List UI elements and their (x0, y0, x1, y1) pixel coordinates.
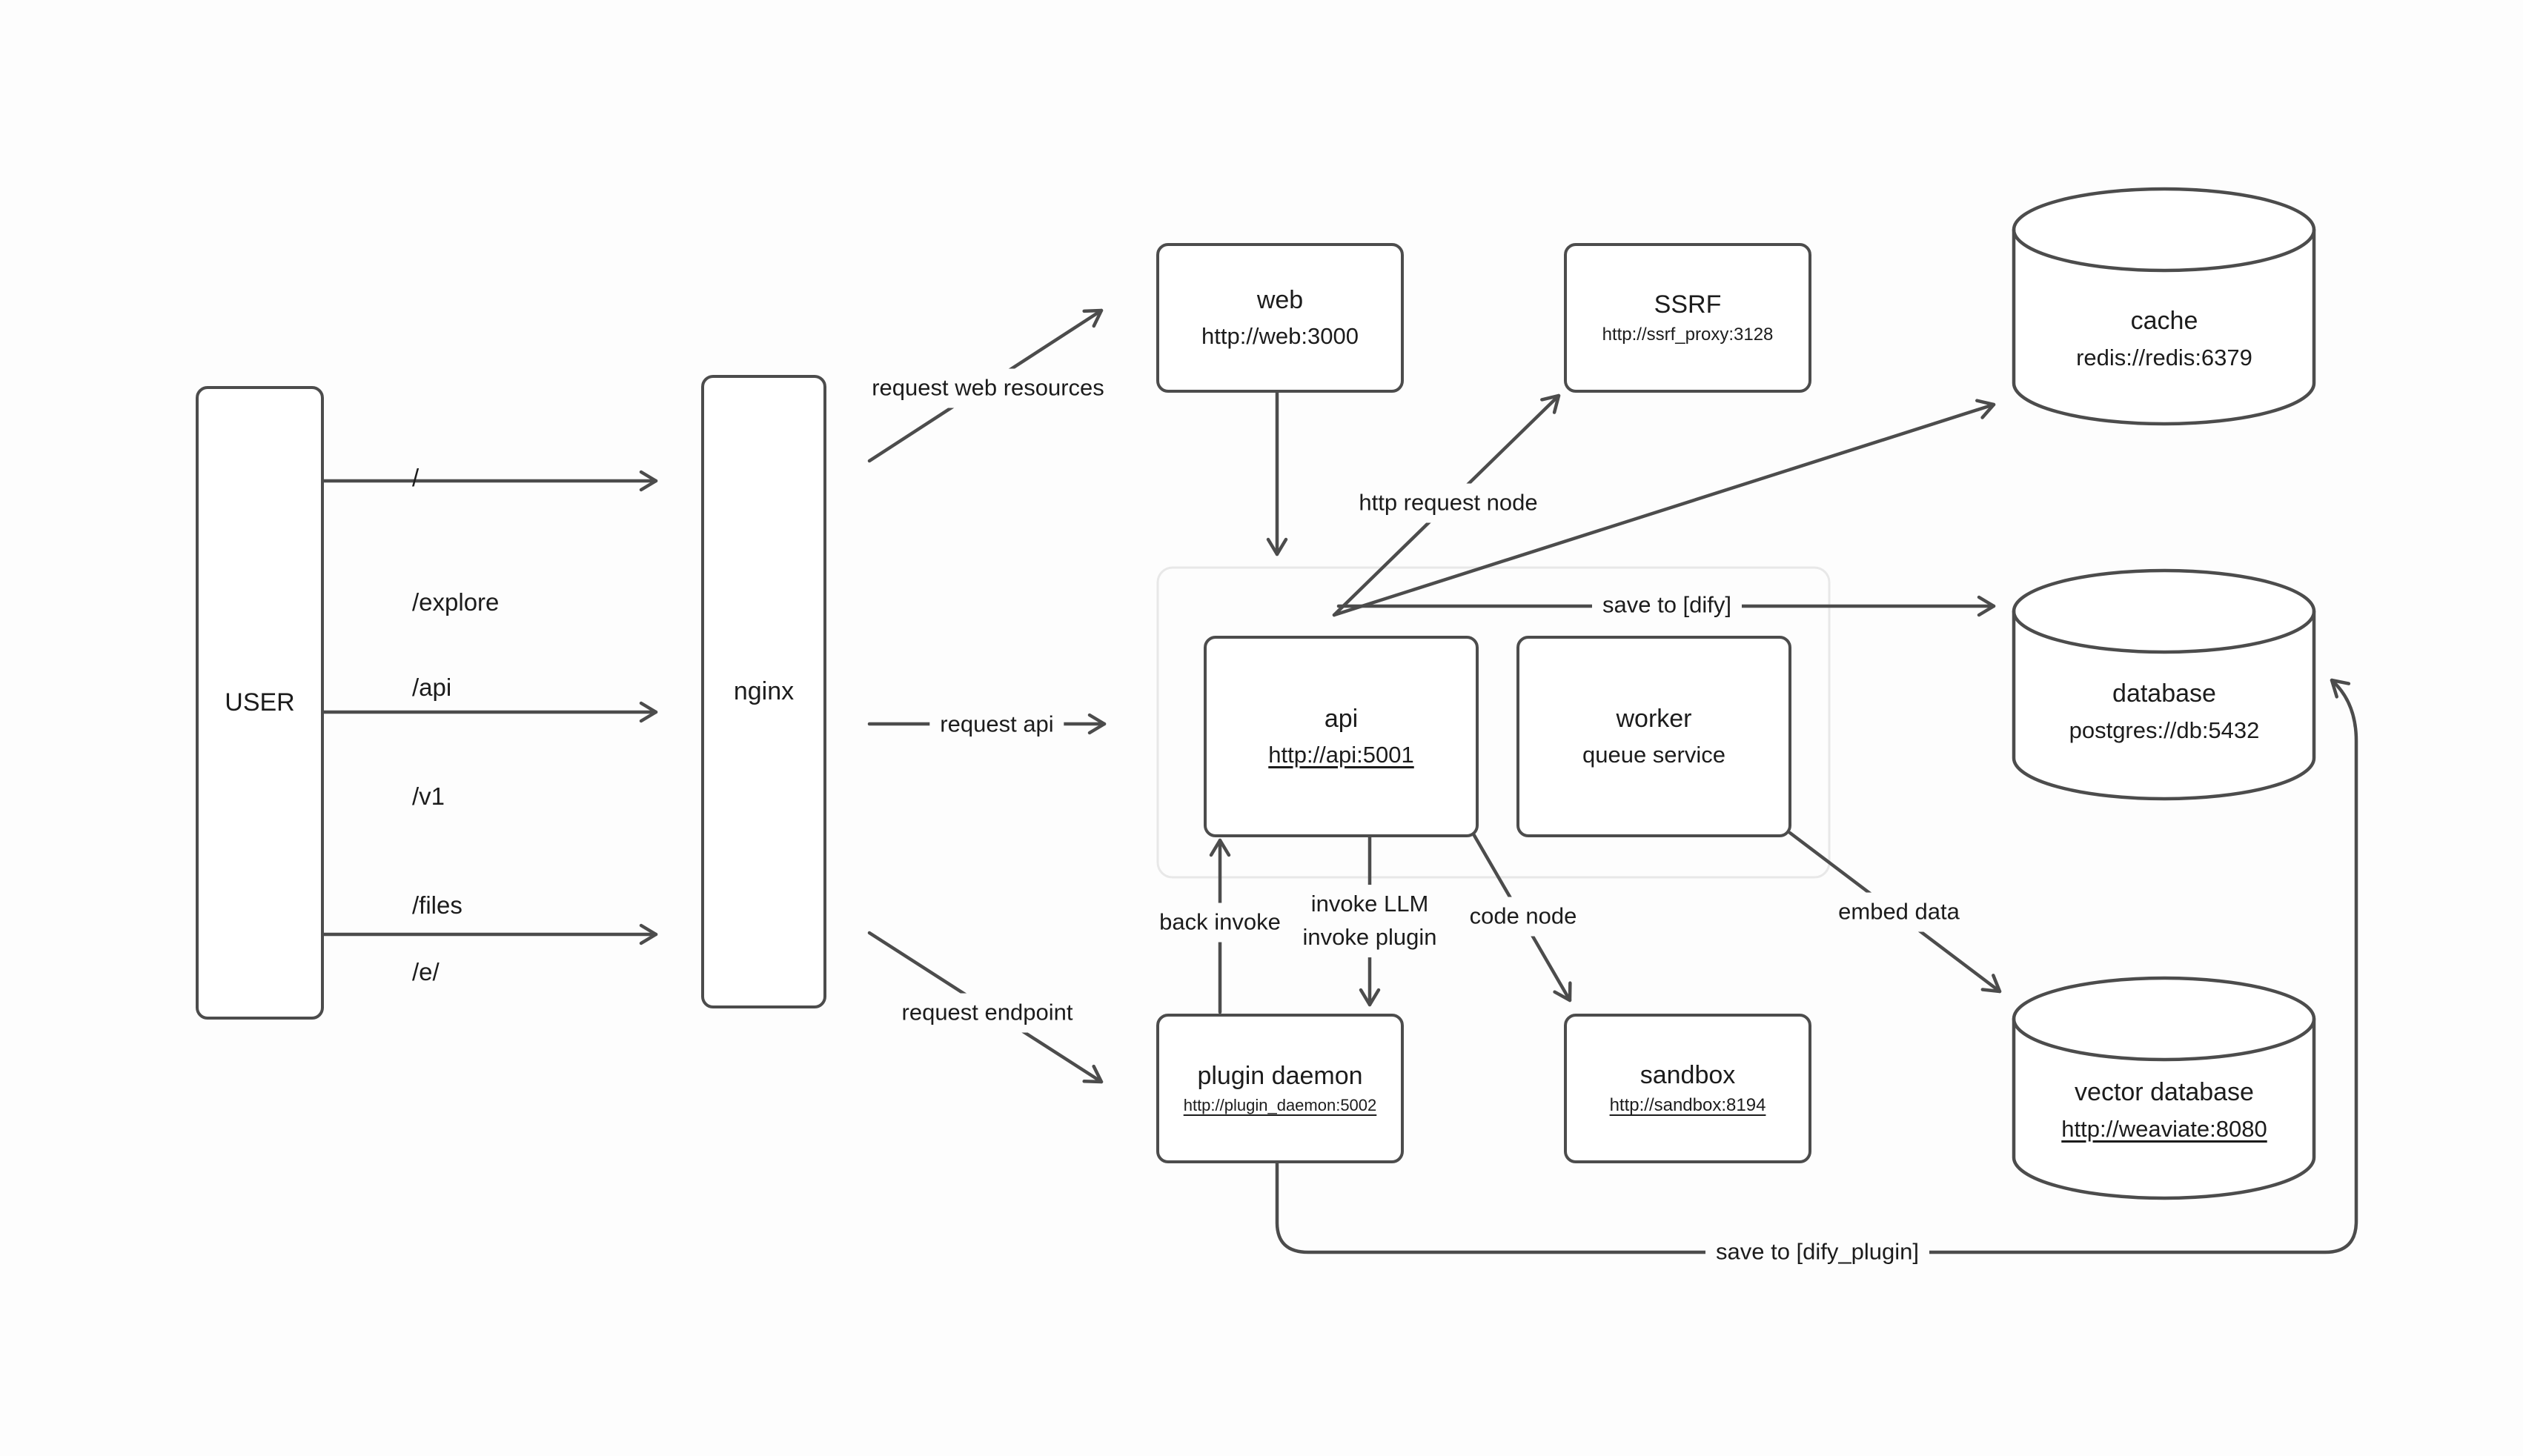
database-cylinder (2012, 568, 2316, 801)
path-root: / (412, 464, 420, 491)
node-cache: cache redis://redis:6379 (2016, 307, 2313, 371)
path-e: /e/ (412, 958, 440, 985)
node-sandbox: sandbox http://sandbox:8194 (1564, 1014, 1811, 1163)
api-worker-group-border (1156, 566, 1831, 879)
plugin-daemon-url: http://plugin_daemon:5002 (1183, 1095, 1377, 1114)
path-v1: /v1 (412, 782, 445, 810)
web-url: http://web:3000 (1201, 322, 1359, 349)
invoke-plugin-label: invoke plugin (1302, 924, 1437, 950)
ssrf-title: SSRF (1654, 290, 1722, 319)
nginx-label: nginx (733, 677, 795, 705)
node-worker: worker queue service (1516, 636, 1791, 837)
node-database: database postgres://db:5432 (2016, 679, 2313, 744)
request-endpoint-label: request endpoint (891, 993, 1084, 1033)
user-paths-bottom-label: /e/ (412, 876, 440, 1068)
invoke-llm-label: invoke LLM (1310, 891, 1429, 917)
node-web: web http://web:3000 (1156, 243, 1404, 393)
node-vector-database: vector database http://weaviate:8080 (2016, 1078, 2313, 1143)
save-to-dify-plugin-label: save to [dify_plugin] (1705, 1232, 1930, 1272)
invoke-llm-plugin-label: invoke LLM invoke plugin (1292, 885, 1448, 957)
web-title: web (1256, 286, 1304, 315)
vector-database-cylinder (2012, 976, 2316, 1200)
api-url: http://api:5001 (1268, 741, 1414, 768)
user-label: USER (225, 688, 295, 717)
arrow-plugin-daemon-database-save (1275, 678, 2358, 1254)
database-title: database (2112, 679, 2216, 708)
path-api: /api (412, 674, 452, 701)
node-api: api http://api:5001 (1204, 636, 1479, 837)
cache-url: redis://redis:6379 (2076, 345, 2252, 371)
node-nginx: nginx (701, 375, 826, 1008)
arrow-api-cache (1332, 399, 1996, 617)
node-plugin-daemon: plugin daemon http://plugin_daemon:5002 (1156, 1014, 1404, 1163)
vector-database-title: vector database (2075, 1078, 2254, 1106)
request-web-resources-label: request web resources (861, 368, 1115, 408)
save-to-dify-label: save to [dify] (1591, 585, 1743, 625)
node-user: USER (196, 386, 324, 1020)
api-title: api (1324, 705, 1359, 734)
vector-database-url: http://weaviate:8080 (2061, 1116, 2267, 1143)
database-url: postgres://db:5432 (2069, 717, 2260, 744)
request-api-label: request api (929, 705, 1064, 745)
cache-title: cache (2130, 307, 2198, 335)
ssrf-url: http://ssrf_proxy:3128 (1602, 324, 1774, 345)
cache-cylinder (2012, 187, 2316, 426)
code-node-label: code node (1459, 897, 1588, 937)
http-request-node-label: http request node (1348, 483, 1548, 523)
embed-data-label: embed data (1828, 892, 1970, 932)
user-paths-top-label: / /explore (412, 374, 499, 706)
plugin-daemon-title: plugin daemon (1197, 1062, 1363, 1091)
path-files: /files (412, 891, 463, 919)
path-explore: /explore (412, 588, 500, 616)
user-paths-mid-label: /api /v1 /files (412, 596, 463, 996)
node-ssrf: SSRF http://ssrf_proxy:3128 (1564, 243, 1811, 393)
sandbox-title: sandbox (1640, 1061, 1736, 1090)
sandbox-url: http://sandbox:8194 (1609, 1094, 1766, 1115)
worker-subtitle: queue service (1582, 741, 1725, 768)
worker-title: worker (1616, 705, 1692, 734)
back-invoke-label: back invoke (1149, 902, 1291, 943)
